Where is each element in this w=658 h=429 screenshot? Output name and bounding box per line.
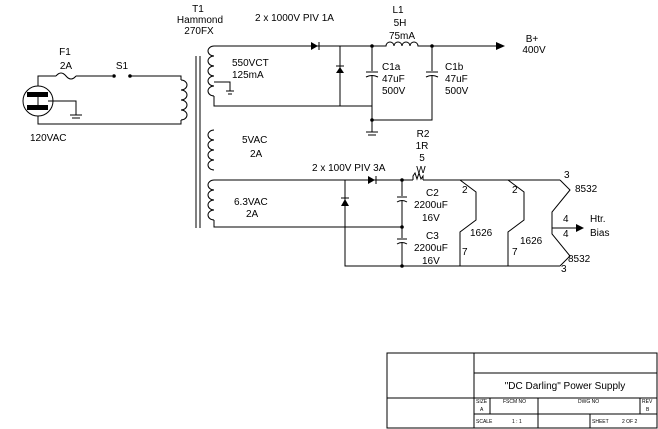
f1-ref: F1 (59, 47, 71, 58)
c2-value: 2200uF (414, 200, 448, 211)
5v-filament-winding (207, 129, 215, 171)
heater-bias-arrow (576, 224, 584, 232)
6v3-bottom-lead (213, 220, 345, 228)
c1b-voltage: 500V (445, 86, 469, 97)
c1a-voltage: 500V (382, 86, 406, 97)
title-block: "DC Darling" Power Supply SIZE A FSCM NO… (386, 352, 658, 429)
primary-winding (180, 79, 188, 121)
capacitor-c1b-symbol (425, 71, 439, 78)
l1-ref: L1 (392, 5, 404, 16)
tube-8532-lower-heater (551, 228, 571, 267)
d1-rating: 2 x 1000V PIV 1A (255, 13, 334, 24)
c1b-value: 47uF (445, 74, 468, 85)
t1-part: 270FX (184, 26, 214, 37)
tube-1626-a-heater (459, 179, 477, 266)
resistor-r2-symbol (412, 171, 424, 181)
tube3-name: 8532 (575, 184, 598, 195)
c2-ref: C2 (426, 188, 439, 199)
c1a-ref: C1a (382, 62, 401, 73)
center-tap-ground (214, 81, 234, 95)
c1a-c1b-return (372, 76, 433, 121)
6v3-winding-volts: 6.3VAC (234, 197, 268, 208)
s1-ref: S1 (116, 61, 129, 72)
tube4-name: 8532 (568, 254, 591, 265)
heater-pin-upper: 4 (563, 214, 569, 225)
l1-current: 75mA (389, 31, 415, 42)
tube2-pin-bottom: 7 (512, 247, 518, 258)
size-label: SIZE (476, 399, 488, 405)
tube2-name: 1626 (520, 236, 543, 247)
t1-label: T1 Hammond 270FX (177, 4, 223, 37)
fuse-f1-symbol (55, 72, 77, 80)
tube-8532-upper-heater (551, 179, 571, 228)
tube1-pin-bottom: 7 (462, 247, 468, 258)
bias-output-label: Bias (590, 228, 609, 239)
5v-winding-volts: 5VAC (242, 135, 267, 146)
mains-neutral-wire (37, 116, 182, 125)
tube-1626-b-heater (507, 179, 525, 266)
r2-power-1: 5 (419, 153, 425, 164)
bplus-name: B+ (526, 34, 539, 45)
capacitor-c3-symbol (396, 238, 408, 245)
hv-rectifier-upper-diode (311, 42, 320, 50)
tube2-pin-top: 2 (512, 185, 518, 196)
c3-voltage: 16V (422, 256, 440, 267)
scale-value: 1 : 1 (512, 419, 522, 425)
capacitor-c2-symbol (396, 196, 408, 203)
rev-label: REV (642, 399, 653, 405)
6v3-filament-winding (207, 179, 215, 221)
lv-rectifier-left-diode (341, 197, 349, 206)
bplus-arrow (496, 42, 505, 50)
c1a-value: 47uF (382, 74, 405, 85)
fscm-label: FSCM NO (503, 399, 526, 405)
c3-ref: C3 (426, 231, 439, 242)
lv-rectifier-rail (344, 180, 560, 267)
transformer-core (195, 56, 201, 228)
r2-power-2: W (416, 165, 426, 176)
heater-output-label: Htr. (590, 214, 606, 225)
drawing-title: "DC Darling" Power Supply (505, 381, 625, 392)
hv-winding-bottom-lead (213, 96, 340, 107)
c1b-ref: C1b (445, 62, 464, 73)
6v3-winding-current: 2A (246, 209, 259, 220)
d2-rating: 2 x 100V PIV 3A (312, 163, 386, 174)
l1-value: 5H (394, 18, 407, 29)
hv-rectifier-lower-diode (336, 65, 344, 73)
mains-plug-symbol (22, 85, 82, 119)
r2-ref: R2 (417, 129, 430, 140)
tube1-pin-top: 2 (462, 185, 468, 196)
rev-value: B (646, 407, 650, 413)
t1-ref: T1 (192, 4, 204, 15)
choke-l1-symbol (372, 41, 432, 47)
t1-name: Hammond (177, 15, 223, 26)
tube4-pin-bottom: 3 (561, 264, 567, 275)
dwg-no-label: DWG NO (578, 399, 599, 405)
hot-wire-to-primary (130, 75, 182, 80)
mains-voltage: 120VAC (30, 133, 67, 144)
sheet-value: 2 OF 2 (622, 419, 638, 425)
5v-winding-current: 2A (250, 149, 263, 160)
chassis-ground (366, 131, 378, 136)
f1-value: 2A (60, 61, 73, 72)
r2-value: 1R (416, 141, 429, 152)
c3-value: 2200uF (414, 243, 448, 254)
hv-secondary-winding (207, 45, 215, 97)
heater-pin-lower: 4 (563, 229, 569, 240)
hv-secondary-current: 125mA (232, 70, 264, 81)
mains-hot-wire (37, 75, 56, 86)
capacitor-c1a-symbol (365, 71, 379, 78)
bplus-volts: 400V (522, 45, 546, 56)
hv-secondary-volts: 550VCT (232, 58, 269, 69)
c2-voltage: 16V (422, 213, 440, 224)
sheet-label: SHEET (592, 419, 609, 425)
tube1-name: 1626 (470, 228, 493, 239)
lv-rectifier-top-diode (368, 176, 377, 184)
switch-s1-symbol (112, 74, 132, 78)
size-value: A (480, 407, 484, 413)
tube3-pin-top: 3 (564, 170, 570, 181)
scale-label: SCALE (476, 419, 493, 425)
